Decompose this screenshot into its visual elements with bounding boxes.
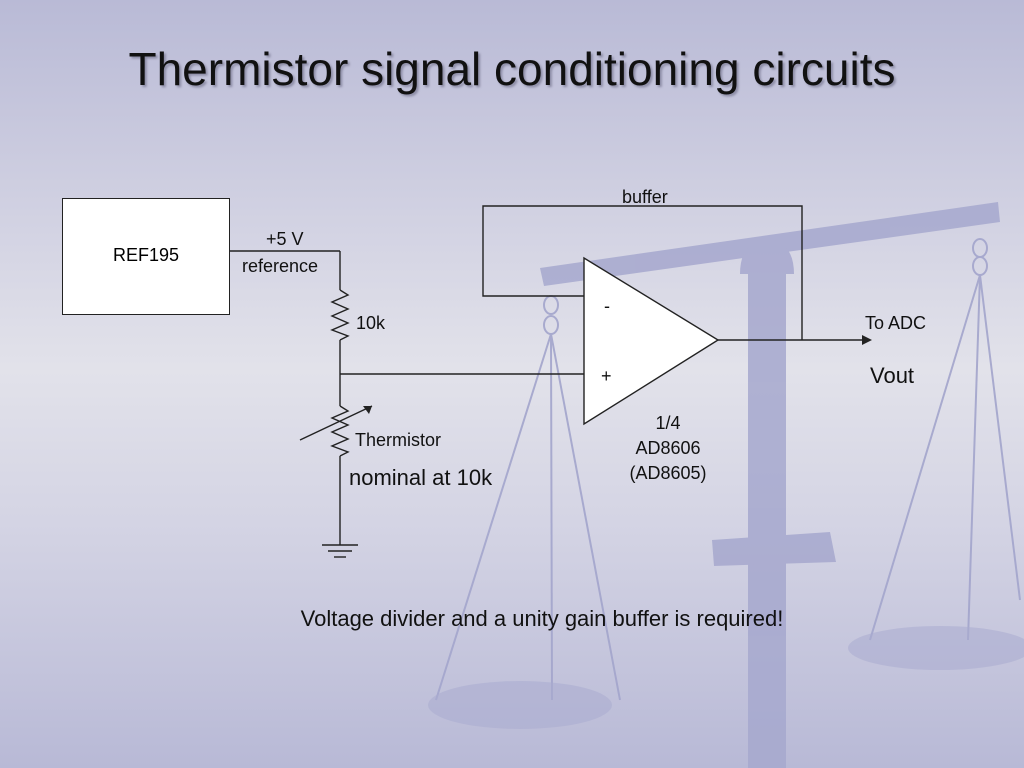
opamp-noninverting-label: + [601, 366, 612, 386]
opamp-part-line: AD8606 [635, 438, 701, 458]
to-adc-label: To ADC [865, 313, 927, 333]
opamp-part-line: 1/4 [655, 413, 681, 433]
vout-label: Vout [870, 363, 915, 388]
opamp-part-label: 1/4 AD8606 (AD8605) [608, 411, 728, 486]
resistor-10k [330, 289, 350, 341]
opamp-inverting-label: - [604, 296, 610, 316]
opamp-triangle-icon [583, 256, 720, 426]
ground-symbol-icon [322, 544, 358, 558]
output-arrow [862, 335, 872, 345]
buffer-feedback-wire [482, 205, 803, 340]
thermistor-note: nominal at 10k [349, 465, 493, 490]
ref-word-label: reference [242, 256, 319, 276]
ref195-label: REF195 [112, 245, 180, 265]
resistor-label: 10k [356, 313, 386, 333]
thermistor-arrow [299, 405, 373, 441]
buffer-label: buffer [622, 187, 668, 207]
ref195-block: REF195 [62, 198, 230, 315]
thermistor-label: Thermistor [355, 430, 442, 450]
ref-voltage-label: +5 V [266, 229, 304, 249]
opamp-part-line: (AD8605) [629, 463, 707, 483]
slide-title: Thermistor signal conditioning circuits [128, 43, 896, 95]
thermistor [330, 405, 350, 457]
slide-caption: Voltage divider and a unity gain buffer … [300, 606, 784, 631]
